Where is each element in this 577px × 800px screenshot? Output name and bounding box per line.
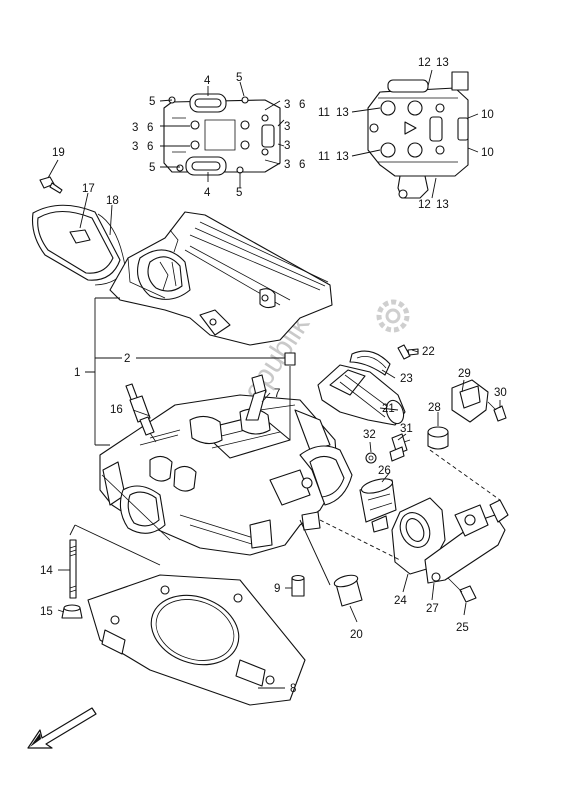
- callout-5-top: 5: [236, 72, 242, 84]
- callout-18: 18: [106, 195, 119, 207]
- callout-3-right-b: 3: [284, 140, 290, 152]
- callout-17: 17: [82, 183, 95, 195]
- callout-3-right-lower: 3: [284, 159, 290, 171]
- callout-12-bottom: 12: [418, 199, 431, 211]
- callout-19: 19: [52, 147, 65, 159]
- callout-3-left-a: 3: [132, 122, 138, 134]
- callout-30: 30: [494, 387, 507, 399]
- callout-9: 9: [274, 583, 280, 595]
- callout-3-right-upper-a: 3: [284, 99, 290, 111]
- head-bottom-view-right: [367, 71, 469, 199]
- part-16-spark-plug: [125, 383, 157, 443]
- callout-1: 1: [74, 367, 80, 379]
- callout-27: 27: [426, 603, 439, 615]
- callout-11-lower: 11: [318, 151, 330, 163]
- part-8-head-gasket: [87, 574, 306, 706]
- gear-icon: [376, 299, 410, 333]
- leader-lines: [47, 69, 501, 689]
- cylinder-head: [99, 394, 353, 556]
- callout-2: 2: [124, 353, 130, 365]
- leader-14-bracket: [69, 524, 161, 566]
- callout-25: 25: [456, 622, 469, 634]
- callout-26: 26: [378, 465, 391, 477]
- callout-8: 8: [290, 683, 296, 695]
- part-21-intake-pipe: [317, 364, 406, 426]
- leader-head-to-outlet: [319, 519, 401, 561]
- callout-5-left-lower: 5: [149, 162, 155, 174]
- callout-5-left-upper: 5: [149, 96, 155, 108]
- callout-16: 16: [110, 404, 123, 416]
- callout-4-top: 4: [204, 75, 211, 87]
- spark-plug-tube: [245, 374, 267, 421]
- part-26-thermostat: [359, 478, 397, 533]
- callout-14: 14: [40, 565, 53, 577]
- leader-28-29-dashed: [429, 449, 501, 501]
- part-14-stud-bolt: [69, 539, 77, 599]
- callout-4-bottom: 4: [204, 187, 211, 199]
- callout-13-lower: 13: [336, 151, 349, 163]
- callout-5-bottom: 5: [236, 187, 242, 199]
- part-25-bolt: [447, 577, 477, 603]
- callout-23: 23: [400, 373, 413, 385]
- part-30-bolt: [487, 401, 507, 422]
- callout-6-left-a: 6: [147, 122, 153, 134]
- leader-bracket-1: [85, 297, 120, 446]
- part-19-bolt: [39, 176, 63, 194]
- callout-20: 20: [350, 629, 363, 641]
- head-top-view-left: [163, 93, 281, 176]
- part-17-18-cover-and-gasket: [31, 204, 126, 286]
- part-31-temperature-sensor: [389, 433, 411, 462]
- callout-15: 15: [40, 606, 53, 618]
- part-32-gasket-washer: [365, 452, 377, 464]
- part-7-dowel-pin: [284, 352, 296, 440]
- callout-6-right-lower: 6: [299, 159, 305, 171]
- part-20-cap: [299, 519, 363, 607]
- part-24-thermostat-case: [391, 497, 509, 584]
- part-9-dowel: [291, 574, 305, 597]
- callout-32: 32: [363, 429, 376, 441]
- callout-6-right-upper-a: 6: [299, 99, 305, 111]
- callout-11-upper: 11: [318, 107, 330, 119]
- front-direction-arrow-icon: [27, 707, 97, 749]
- callout-10-lower: 10: [481, 147, 494, 159]
- part-28-cap: [427, 426, 449, 450]
- callout-22: 22: [422, 346, 435, 358]
- callout-labels: 4 5 5 3 6 3 6 3 3 6 3 5 3 6 4 5 12 13 11…: [40, 57, 507, 695]
- part-22-screw: [397, 344, 419, 360]
- callout-6-left-b: 6: [147, 141, 153, 153]
- callout-3-right-a: 3: [284, 121, 290, 133]
- callout-10-upper: 10: [481, 109, 494, 121]
- cylinder-head-cover: [109, 211, 333, 346]
- callout-12-top: 12: [418, 57, 431, 69]
- callout-3-left-b: 3: [132, 141, 138, 153]
- callout-21: 21: [382, 403, 395, 415]
- callout-29: 29: [458, 368, 471, 380]
- part-29-bracket: [451, 379, 489, 423]
- callout-28: 28: [428, 402, 441, 414]
- callout-24: 24: [394, 595, 407, 607]
- part-15-nut: [61, 604, 83, 619]
- callout-13-upper: 13: [336, 107, 349, 119]
- part-23-clamp: [349, 350, 391, 376]
- callout-7: 7: [274, 388, 280, 400]
- callout-13-top: 13: [436, 57, 449, 69]
- callout-13-bottom: 13: [436, 199, 449, 211]
- callout-31: 31: [400, 423, 413, 435]
